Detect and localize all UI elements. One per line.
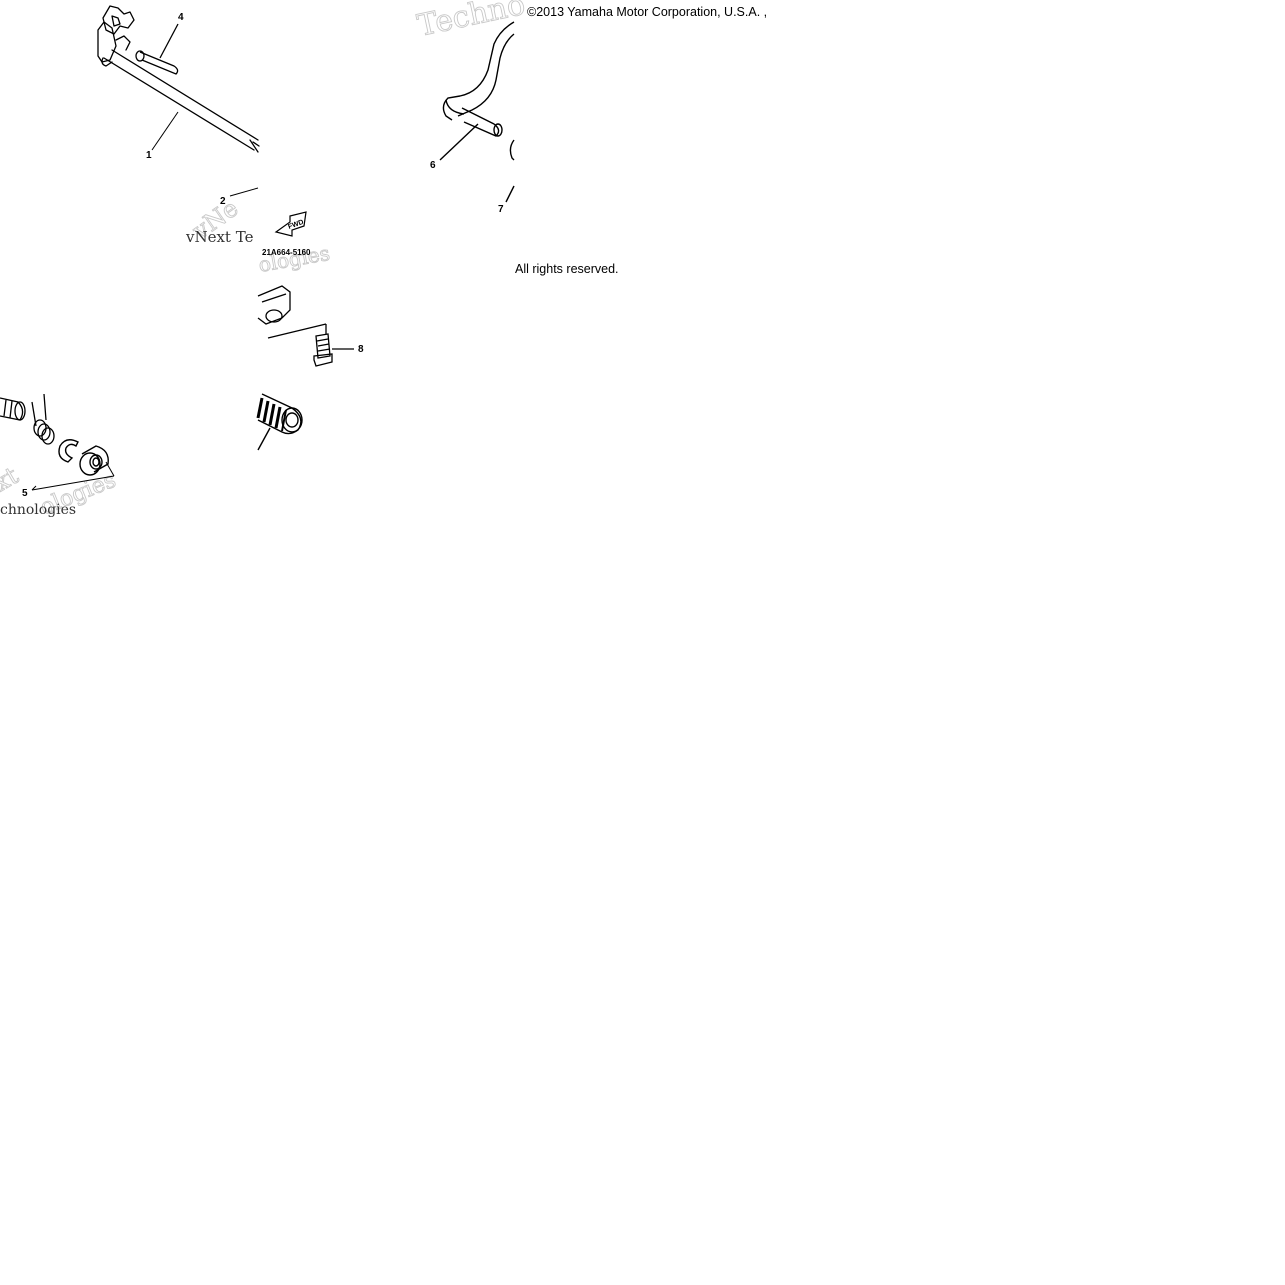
circlip-part (58, 439, 79, 463)
watermark-chnologies: chnologies (0, 502, 76, 518)
shift-shaft-part (97, 5, 260, 153)
leader-line-1 (151, 111, 179, 151)
watermark-xt: xt (0, 461, 23, 497)
callout-5: 5 (22, 488, 28, 499)
washer-part (79, 445, 109, 476)
callout-2: 2 (220, 196, 226, 207)
rights-notice: All rights reserved. (515, 262, 619, 276)
watermark-ologies: ologies (257, 241, 332, 277)
copyright-notice: ©2013 Yamaha Motor Corporation, U.S.A. , (527, 5, 768, 19)
callout-8: 8 (358, 344, 364, 355)
callout-1: 1 (146, 150, 152, 161)
pedal-rubber-part (256, 393, 303, 451)
leader-line-2 (229, 187, 259, 197)
bolt-part-8 (313, 333, 354, 367)
spring-part (0, 393, 55, 445)
watermark-vnext: vNext Te (185, 228, 254, 246)
callout-4: 4 (178, 12, 184, 23)
shift-lever-part (439, 21, 515, 203)
part-code: 21A664-5160 (262, 248, 311, 257)
fwd-arrow: FWD (274, 211, 307, 237)
pin-part-4 (135, 23, 179, 75)
pedal-clamp-part (257, 285, 327, 339)
leader-line-5 (31, 461, 115, 491)
callout-7: 7 (498, 204, 504, 215)
callout-6: 6 (430, 160, 436, 171)
